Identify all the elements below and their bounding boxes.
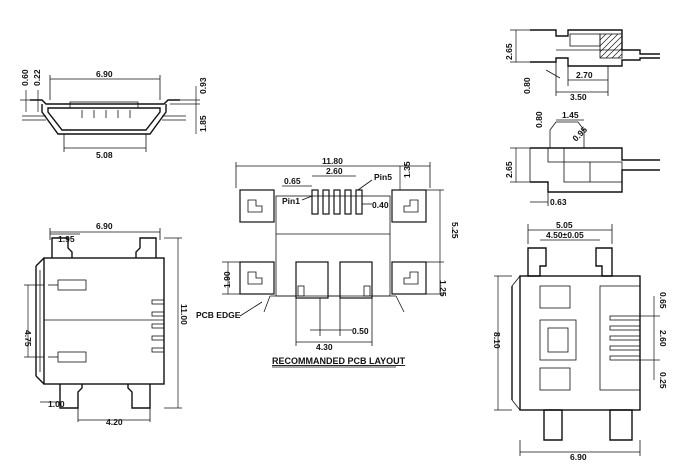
pcb-dim-pad-h: 1.35	[402, 161, 412, 178]
front-dim-right-a: 0.93	[198, 77, 208, 94]
top-dim-width: 6.90	[96, 221, 113, 231]
top-dim-offset: 1.95	[58, 234, 75, 244]
bottom-dim-r2: 2.60	[658, 330, 668, 347]
front-dim-bottom: 5.08	[96, 150, 113, 160]
bottom-view: 5.05 4.50±0.05 8.10 0.65 2.6	[492, 220, 668, 462]
bottom-dim-height: 8.10	[492, 332, 502, 349]
pcb-dim-height: 5.25	[450, 222, 460, 239]
top-view: 6.90 1.95 4.75 11.00	[23, 221, 189, 427]
side-view-2: 1.45 0.80 0.95 2.65 0.63	[504, 110, 660, 207]
pcb-dim-bottom: 4.30	[316, 342, 333, 352]
top-dim-inner: 4.75	[23, 330, 33, 347]
side2-dim-d: 2.65	[504, 161, 514, 178]
top-dim-length: 11.00	[179, 304, 189, 325]
pcb-dim-pad-w: 0.40	[372, 200, 389, 210]
front-dim-right-b: 1.85	[198, 115, 208, 132]
front-dim-top: 6.90	[96, 69, 113, 79]
pcb-dim-pitch-span: 2.60	[326, 166, 343, 176]
pcb-caption: RECOMMANDED PCB LAYOUT	[272, 356, 406, 366]
bottom-dim-bottom: 6.90	[570, 452, 587, 462]
side-view: 2.65 0.80 2.70 3.50	[504, 29, 660, 102]
bottom-dim-inner: 4.50±0.05	[546, 230, 584, 240]
pcb-label-pcb-edge: PCB EDGE	[196, 310, 241, 320]
pcb-layout: 11.80 2.60 0.65 Pin5 Pin1 0.40	[196, 156, 460, 368]
side-dim-b: 3.50	[570, 92, 587, 102]
side2-dim-a: 1.45	[562, 110, 579, 120]
pcb-dim-right-pad: 1.25	[438, 280, 448, 297]
side2-dim-e: 0.63	[550, 197, 567, 207]
front-view: 6.90 0.60 0.22 0.93 1.85 5.08	[20, 69, 208, 160]
pcb-label-pin1: Pin1	[282, 196, 300, 206]
side2-dim-b: 0.80	[534, 111, 544, 128]
bottom-dim-top: 5.05	[556, 220, 573, 230]
top-dim-bottom: 4.20	[106, 417, 123, 427]
front-dim-left-b: 0.22	[32, 69, 42, 86]
pcb-dim-total: 11.80	[322, 156, 343, 166]
top-dim-bottom-left: 1.00	[48, 399, 65, 409]
side2-dim-c: 0.95	[570, 124, 589, 143]
side-dim-a: 2.70	[576, 70, 593, 80]
side-dim-h: 2.65	[504, 43, 514, 60]
bottom-dim-r1: 0.65	[658, 292, 668, 309]
pcb-dim-left-pad: 1.90	[222, 271, 232, 288]
pcb-dim-center: 0.50	[352, 326, 369, 336]
side-dim-c: 0.80	[522, 77, 532, 94]
bottom-dim-r3: 0.25	[658, 372, 668, 389]
pcb-dim-pad-gap: 0.65	[284, 176, 301, 186]
pcb-label-pin5: Pin5	[374, 172, 392, 182]
front-dim-left-a: 0.60	[20, 69, 30, 86]
